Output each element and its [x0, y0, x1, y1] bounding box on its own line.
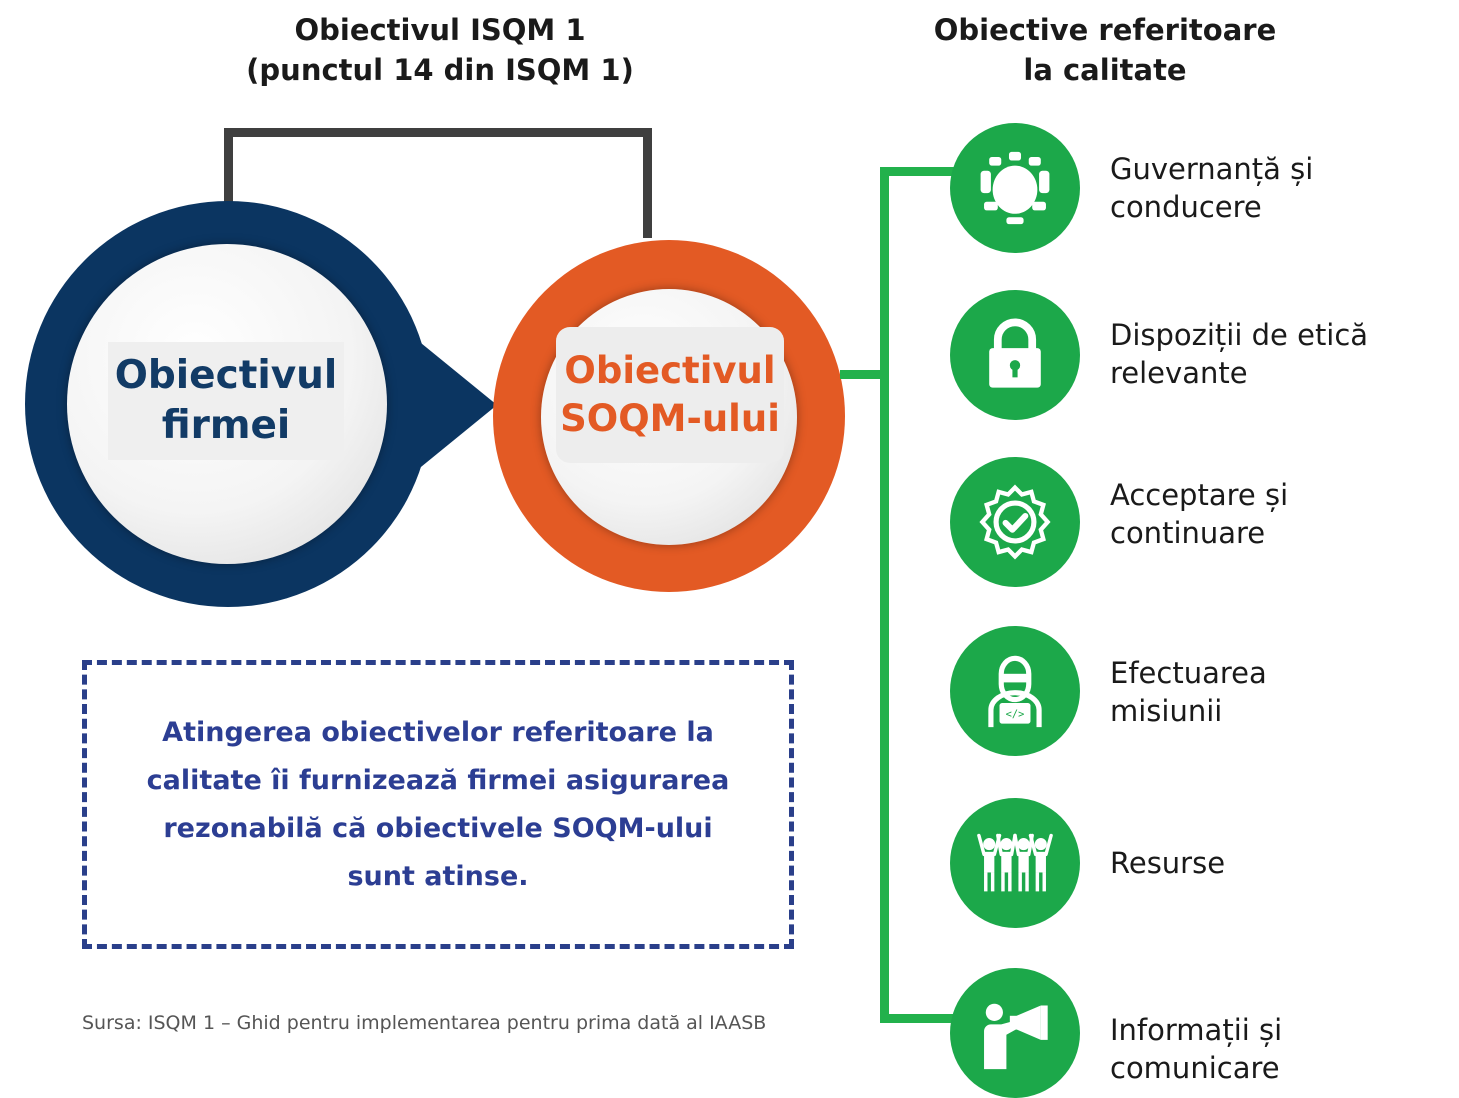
people-group-icon: [977, 833, 1053, 892]
quality-objectives-header-line1: Obiective referitoare: [933, 13, 1277, 47]
firm-objective-label: Obiectivul firmei: [108, 342, 344, 460]
communication-icon-circle: [950, 968, 1080, 1098]
quality-objectives-trunk: [880, 167, 889, 1023]
isqm-objective-header-line2: (punctul 14 din ISQM 1): [246, 53, 634, 87]
quality-objective-label-ethics: Dispoziții de etică relevante: [1110, 316, 1368, 392]
governance-icon-circle: [950, 123, 1080, 253]
quality-objective-label-communication: Informații și comunicare: [1110, 1011, 1459, 1087]
meeting-table-icon: [980, 151, 1050, 225]
quality-objective-label-resources: Resurse: [1110, 844, 1225, 882]
statement-line1: Atingerea obiectivelor referitoare la: [162, 716, 714, 748]
resources-icon-circle: [950, 798, 1080, 928]
quality-objective-line2: conducere: [1110, 190, 1262, 224]
firm-objective-pointer: [405, 330, 497, 480]
soqm-objective-label-line1: Obiectivul: [564, 349, 776, 392]
quality-objective-line2: misiunii: [1110, 694, 1223, 728]
statement-box: Atingerea obiectivelor referitoare la ca…: [82, 660, 794, 949]
firm-objective-label-line1: Obiectivul: [114, 353, 338, 398]
isqm-objective-header-line1: Obiectivul ISQM 1: [294, 13, 586, 47]
quality-objective-line1: Dispoziții de etică: [1110, 318, 1369, 352]
objective-connector-bracket: [224, 128, 652, 238]
quality-objectives-header-line2: la calitate: [1023, 53, 1187, 87]
quality-objective-line1: Acceptare și: [1110, 478, 1289, 512]
quality-objective-line1: Resurse: [1110, 846, 1226, 880]
statement-line2: calitate îi furnizează firmei asigurarea: [146, 764, 730, 796]
statement-line4: sunt atinse.: [347, 860, 529, 892]
soqm-to-tree-connector: [840, 370, 886, 379]
statement-line3: rezonabilă că obiectivele SOQM-ului: [163, 812, 713, 844]
quality-objectives-header: Obiective referitoare la calitate: [880, 10, 1330, 90]
quality-objective-line1: Guvernanță și: [1110, 152, 1314, 186]
isqm-objective-header: Obiectivul ISQM 1 (punctul 14 din ISQM 1…: [200, 10, 680, 90]
engagement-icon-circle: </>: [950, 626, 1080, 756]
person-laptop-icon: </>: [988, 655, 1042, 728]
quality-objective-label-engagement: Efectuarea misiunii: [1110, 654, 1267, 730]
check-badge-icon: [979, 484, 1051, 560]
svg-text:</>: </>: [1006, 709, 1025, 721]
statement-text: Atingerea obiectivelor referitoare la ca…: [118, 709, 758, 901]
megaphone-speaker-icon: [984, 1003, 1048, 1070]
acceptance-icon-circle: [950, 457, 1080, 587]
quality-objective-label-acceptance: Acceptare și continuare: [1110, 476, 1288, 552]
soqm-objective-label: Obiectivul SOQM-ului: [556, 327, 784, 463]
padlock-icon: [989, 318, 1041, 388]
quality-objective-line2: continuare: [1110, 516, 1266, 550]
quality-objective-line1: Informații și comunicare: [1110, 1013, 1283, 1085]
branch-connector: [880, 167, 960, 176]
source-note: Sursa: ISQM 1 – Ghid pentru implementare…: [82, 1012, 767, 1034]
branch-connector: [880, 1014, 960, 1023]
soqm-objective-label-line2: SOQM-ului: [560, 397, 780, 440]
ethics-icon-circle: [950, 290, 1080, 420]
quality-objective-line1: Efectuarea: [1110, 656, 1267, 690]
quality-objective-line2: relevante: [1110, 356, 1248, 390]
firm-objective-label-line2: firmei: [161, 403, 291, 448]
quality-objective-label-governance: Guvernanță și conducere: [1110, 150, 1313, 226]
